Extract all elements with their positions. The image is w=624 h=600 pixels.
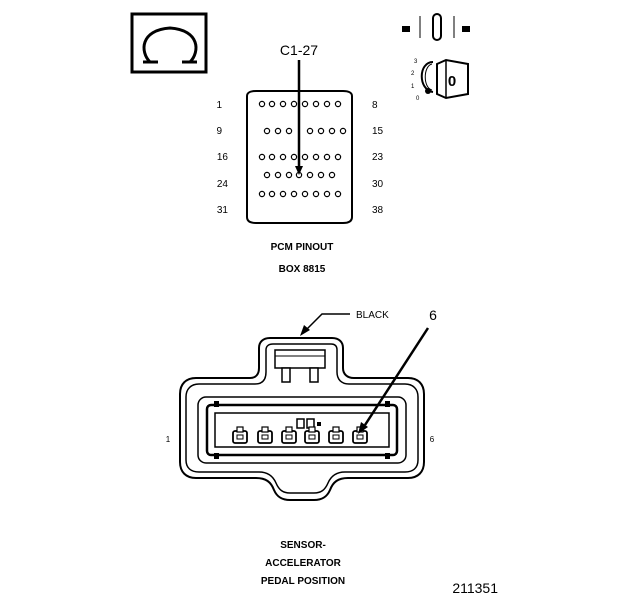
pcm-pin-cavity xyxy=(323,100,331,108)
pcm-pin-cavity xyxy=(301,153,309,161)
ignition-position-label: 1 xyxy=(411,84,415,90)
pcm-pin-cavity xyxy=(317,127,325,135)
pcm-pin-cavity xyxy=(285,127,293,135)
pcm-pin-label-left: 16 xyxy=(217,152,229,163)
pcm-pin-label-right: 30 xyxy=(372,179,384,190)
pcm-pin-cavity xyxy=(274,127,282,135)
pcm-pin-label-right: 23 xyxy=(372,152,384,163)
pin-6-callout-arrow xyxy=(358,327,430,434)
pcm-pin-cavity xyxy=(263,127,271,135)
ignition-switch-icon xyxy=(402,13,470,94)
sensor-terminal xyxy=(232,426,248,444)
pcm-pin-cavity xyxy=(312,100,320,108)
ignition-key-icon xyxy=(436,58,469,100)
pcm-pin-cavity xyxy=(323,190,331,198)
pcm-pin-cavity xyxy=(328,127,336,135)
pcm-pin-label-left: 1 xyxy=(216,100,222,111)
sensor-terminal xyxy=(304,426,320,444)
c1-27-callout-arrow xyxy=(295,60,303,175)
pcm-pin-cavity xyxy=(290,190,298,198)
connector-color-label: BLACK xyxy=(356,310,389,321)
pcm-pin-label-left: 9 xyxy=(216,126,222,137)
pcm-pin-cavity xyxy=(279,100,287,108)
pcm-pin-cavity xyxy=(274,171,282,179)
pcm-pin-cavity xyxy=(323,153,331,161)
pcm-pin-cavity xyxy=(258,100,266,108)
pcm-pin-cavity xyxy=(312,153,320,161)
pin-6-callout-label: 6 xyxy=(429,307,437,323)
pcm-pin-cavity xyxy=(268,100,276,108)
pcm-pin-cavity xyxy=(268,190,276,198)
pcm-pin-cavity xyxy=(285,171,293,179)
pcm-box-label: BOX 8815 xyxy=(279,264,326,275)
pcm-pin-label-right: 38 xyxy=(372,205,384,216)
pcm-pin-cavity xyxy=(263,171,271,179)
sensor-connector xyxy=(179,337,425,501)
pcm-pin-cavity xyxy=(279,153,287,161)
sensor-name-line: SENSOR- xyxy=(280,540,326,551)
pcm-pin-cavity xyxy=(258,153,266,161)
pcm-pin-cavity xyxy=(290,100,298,108)
pcm-pin-cavity xyxy=(258,190,266,198)
ignition-position-label: 0 xyxy=(416,96,420,102)
sensor-name-line: PEDAL POSITION xyxy=(261,576,345,587)
pcm-pin-cavity xyxy=(306,171,314,179)
pcm-pin-label-left: 31 xyxy=(217,205,229,216)
pcm-pin-label-left: 24 xyxy=(217,179,229,190)
pcm-pin-label-right: 15 xyxy=(372,126,384,137)
pcm-pin-cavity xyxy=(306,127,314,135)
pcm-pin-cavity xyxy=(290,153,298,161)
ohm-meter-icon xyxy=(130,12,208,74)
black-callout-arrow xyxy=(300,313,350,336)
sensor-terminal xyxy=(257,426,273,444)
sensor-pin-label-left: 1 xyxy=(166,435,171,444)
pcm-pin-cavity xyxy=(334,100,342,108)
ignition-position-label: 3 xyxy=(414,59,418,65)
pcm-pin-cavity xyxy=(268,153,276,161)
pcm-pin-cavity xyxy=(328,171,336,179)
pcm-pinout-title: PCM PINOUT xyxy=(271,242,334,253)
sensor-name-line: ACCELERATOR xyxy=(265,558,342,569)
pcm-pin-cavity xyxy=(334,153,342,161)
sensor-terminal xyxy=(328,426,344,444)
pcm-pin-label-right: 8 xyxy=(372,100,378,111)
c1-27-callout-label: C1-27 xyxy=(280,42,318,58)
pcm-pin-cavity xyxy=(339,127,347,135)
sensor-terminal xyxy=(281,426,297,444)
sensor-pin-label-right: 6 xyxy=(430,435,435,444)
pcm-pin-cavity xyxy=(334,190,342,198)
figure-number: 211351 xyxy=(452,580,498,596)
pcm-pin-cavity xyxy=(301,100,309,108)
pcm-pin-cavity xyxy=(317,171,325,179)
pcm-pin-cavity xyxy=(301,190,309,198)
pcm-pin-cavity xyxy=(279,190,287,198)
ignition-position-label: 2 xyxy=(411,71,415,77)
pcm-pin-cavity xyxy=(312,190,320,198)
ignition-key-label: 0 xyxy=(448,73,456,90)
